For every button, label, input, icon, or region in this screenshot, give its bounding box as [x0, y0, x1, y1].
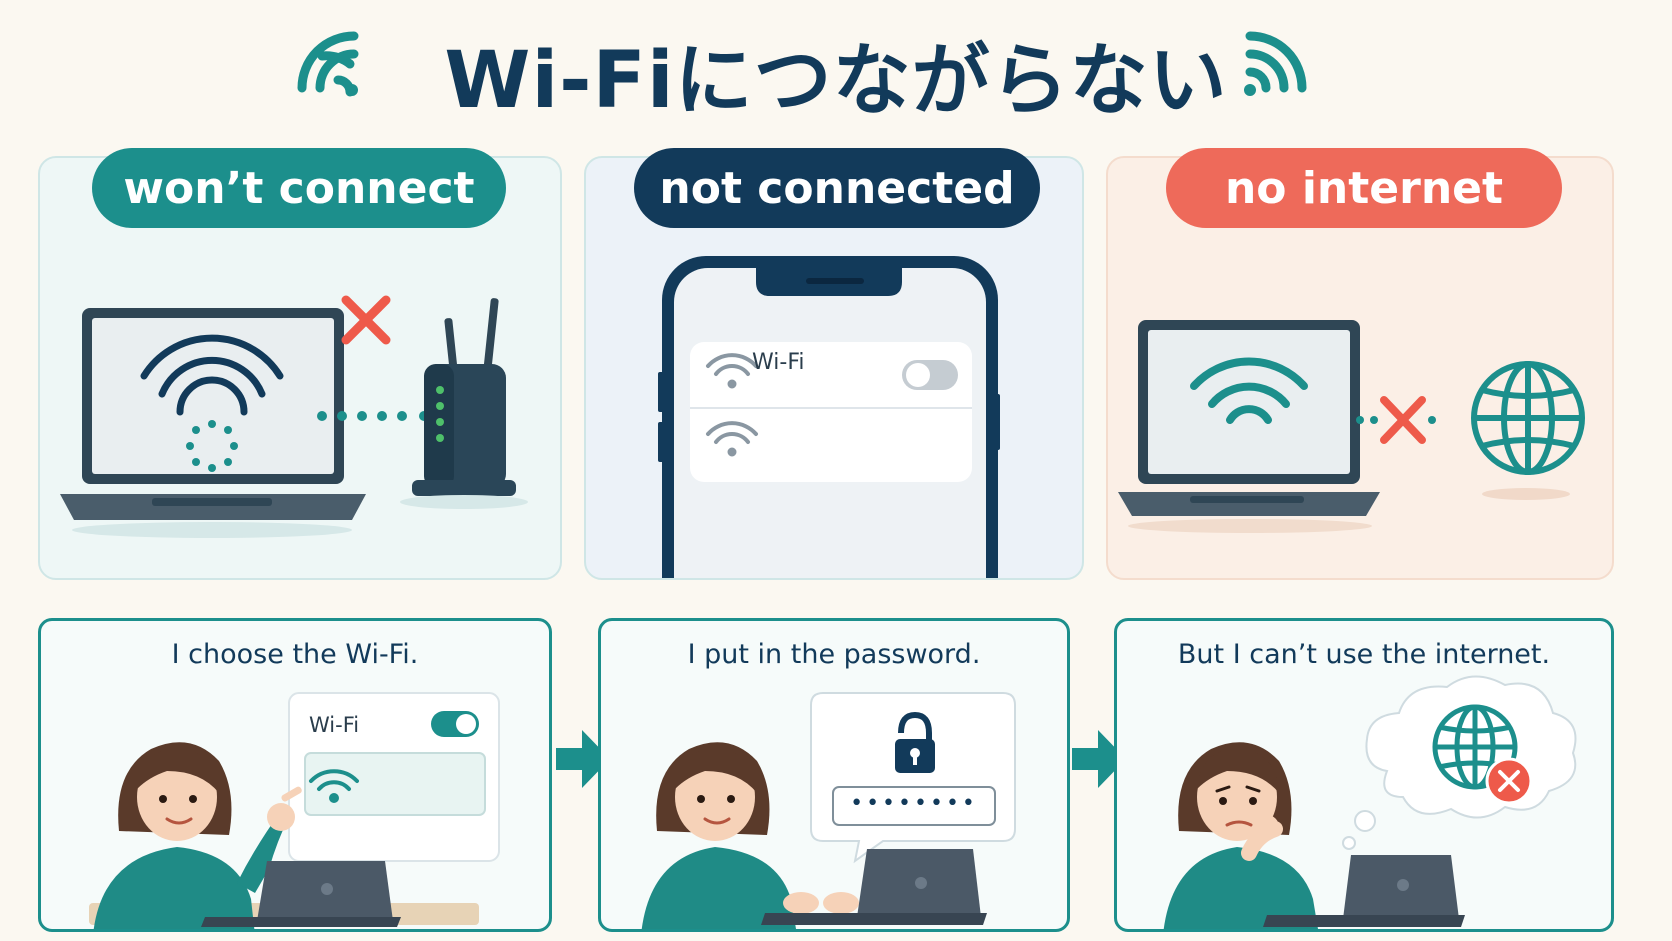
- laptop-globe-illustration: [1118, 320, 1585, 533]
- error-icon: [1485, 757, 1533, 805]
- step-card-password: I put in the password. •••••••: [598, 618, 1070, 932]
- step-caption: I choose the Wi-Fi.: [171, 639, 419, 670]
- red-x-icon: [341, 295, 391, 345]
- laptop-icon: [1118, 320, 1380, 533]
- laptop-icon: [60, 308, 366, 538]
- title-row: Wi-Fiにつながらない: [0, 0, 1672, 140]
- wifi-icon: [140, 334, 284, 416]
- red-x-icon: [1380, 396, 1426, 444]
- woman-choosing-wifi-illustration: [89, 692, 500, 929]
- laptop-router-illustration: [60, 295, 528, 538]
- toggle-off-icon: [902, 360, 958, 390]
- pointing-hand-icon: [237, 786, 302, 893]
- woman-password-illustration: [641, 692, 1016, 929]
- globe-icon: [1471, 361, 1585, 475]
- lock-icon: [895, 711, 935, 773]
- loading-spinner-icon: [186, 420, 238, 472]
- arrow-right-icon: [556, 730, 610, 788]
- wifi-icon: [1190, 357, 1308, 424]
- laptop-icon: [761, 849, 987, 925]
- toggle-on-icon: [431, 711, 479, 737]
- page-title: Wi-Fiにつながらない: [444, 36, 1228, 126]
- woman-icon: [641, 742, 859, 929]
- wifi-signal-right-icon: [1244, 31, 1307, 96]
- wifi-signal-left-icon: [297, 31, 359, 97]
- laptop-icon: [1263, 855, 1465, 927]
- label-no-internet: no internet: [1166, 148, 1562, 228]
- wifi-icon: [309, 769, 359, 803]
- label-not-connected: not connected: [634, 148, 1040, 228]
- laptop-icon: [201, 861, 401, 927]
- wifi-setting-label: Wi-Fi: [309, 713, 360, 737]
- wifi-icon: [706, 421, 758, 457]
- password-field: ••••••••: [850, 791, 978, 816]
- step-caption: But I can’t use the internet.: [1177, 639, 1551, 670]
- step-caption: I put in the password.: [687, 639, 981, 670]
- connection-dots: [1356, 416, 1436, 424]
- step-card-no-internet: But I can’t use the internet.: [1114, 618, 1614, 932]
- woman-icon: [1163, 742, 1318, 929]
- smartphone-icon: [658, 256, 1000, 578]
- label-wont-connect: won’t connect: [92, 148, 506, 228]
- password-field-box: [832, 786, 996, 826]
- panel-wont-connect: [38, 156, 562, 580]
- woman-icon: [93, 742, 255, 929]
- wifi-setting-label: Wi-Fi: [752, 350, 805, 375]
- woman-worried-illustration: [1163, 675, 1577, 929]
- speech-bubble-icon: [810, 692, 1016, 864]
- wifi-icon: [706, 353, 758, 389]
- arrow-right-icon: [1072, 730, 1126, 788]
- router-icon: [400, 298, 528, 509]
- step-card-choose-wifi: I choose the Wi-Fi.: [38, 618, 552, 932]
